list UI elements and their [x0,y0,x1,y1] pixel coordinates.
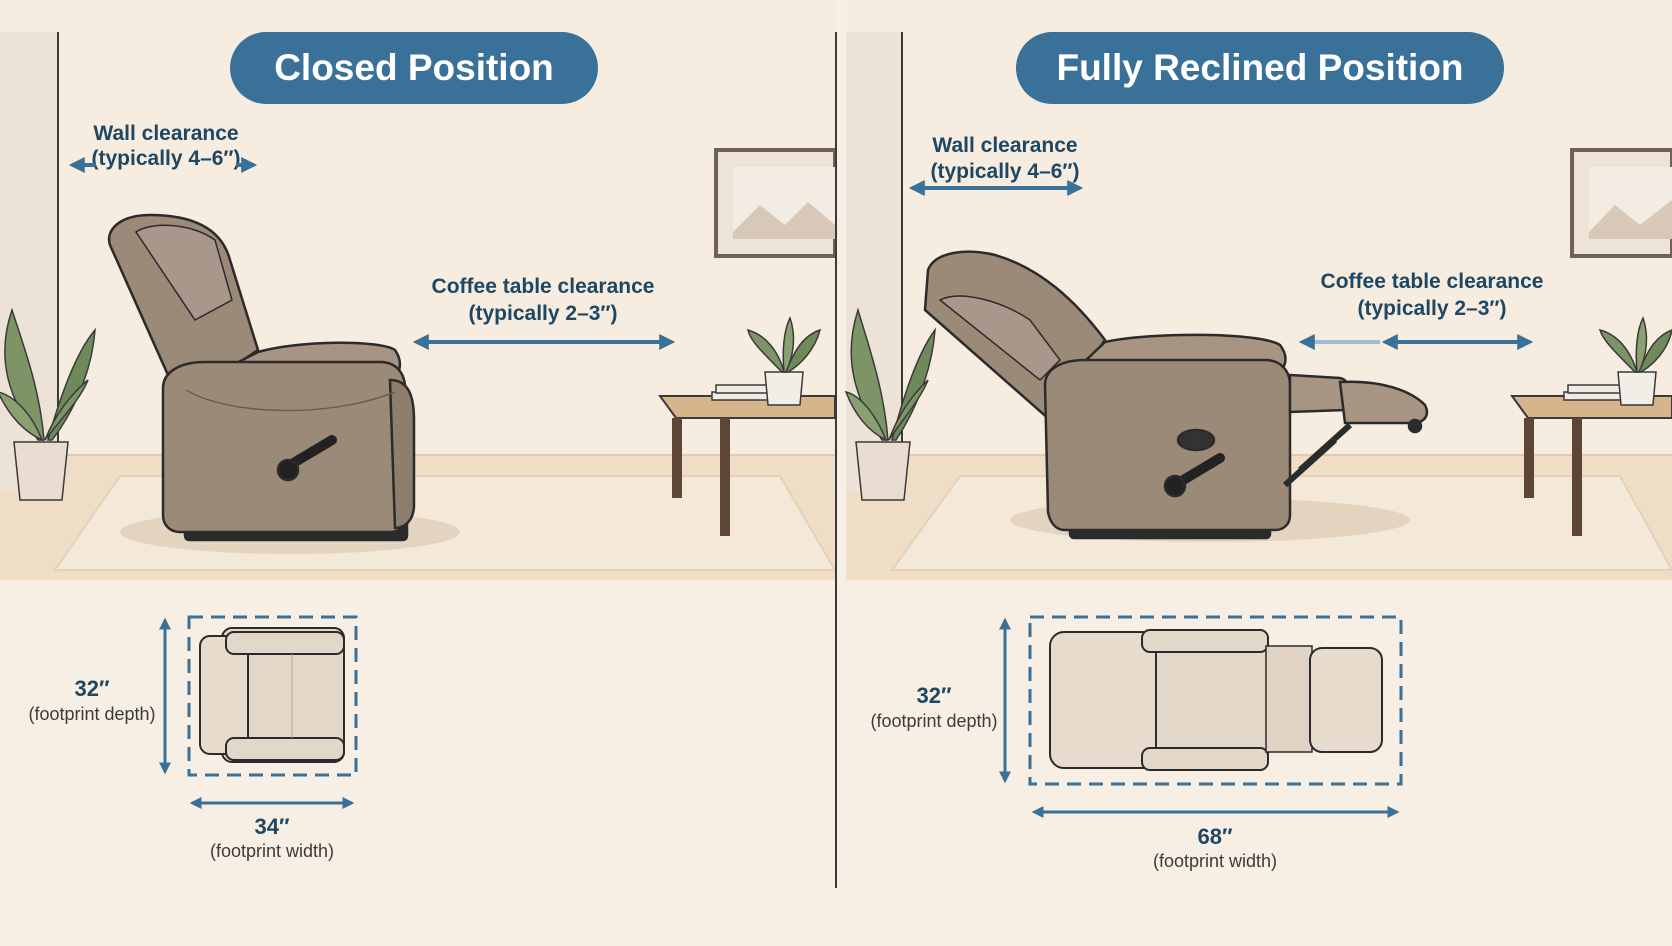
wall-clearance-label: Wall clearance [93,122,238,145]
footprint-reclined-icon [1049,629,1383,771]
wall-clearance-value: (typically 4–6″) [92,147,241,170]
footprint-closed-icon [199,627,345,763]
width-label: (footprint width) [210,841,334,861]
recliner-closed-icon [107,213,416,542]
wall-picture-icon [714,148,837,258]
depth-value: 32″ [916,683,951,708]
width-value: 68″ [1197,824,1232,849]
coffee-clearance-label: Coffee table clearance [432,275,655,298]
panel-title-reclined: Fully Reclined Position [1056,47,1463,88]
wall-clearance-reclined: Wall clearance (typically 4–6″) [908,134,1084,196]
width-value: 34″ [254,814,289,839]
coffee-table-icon [658,316,836,536]
footprint-reclined: 32″ (footprint depth) 68″ (footprint wid… [870,615,1403,871]
title-pill-reclined: Fully Reclined Position [1016,32,1504,104]
coffee-table-icon [1510,316,1672,536]
coffee-clearance-value: (typically 2–3″) [1358,297,1507,320]
footprint-boundary [1028,615,1403,786]
depth-value: 32″ [74,676,109,701]
panel-reclined: Fully Reclined Position Wall clearance (… [844,0,1672,871]
recliner-reclined-icon [923,250,1429,540]
depth-label: (footprint depth) [28,704,155,724]
panel-closed: Closed Position Wall clearance (typicall… [0,0,837,861]
wall-clearance-value: (typically 4–6″) [931,160,1080,183]
depth-label: (footprint depth) [870,711,997,731]
wall-picture-icon [1570,148,1672,258]
coffee-clearance-value: (typically 2–3″) [469,302,618,325]
coffee-clearance-label: Coffee table clearance [1321,270,1544,293]
wall-clearance-label: Wall clearance [932,134,1077,157]
plant-icon [0,307,96,501]
footprint-boundary [187,615,358,777]
title-pill-closed: Closed Position [230,32,598,104]
coffee-clearance-reclined: Coffee table clearance (typically 2–3″) [1298,270,1544,350]
panel-title-closed: Closed Position [274,47,554,88]
coffee-clearance-closed: Coffee table clearance (typically 2–3″) [412,275,676,350]
wall-clearance-closed: Wall clearance (typically 4–6″) [68,122,258,173]
footprint-closed: 32″ (footprint depth) 34″ (footprint wid… [28,615,358,861]
width-label: (footprint width) [1153,851,1277,871]
plant-icon [844,307,936,501]
